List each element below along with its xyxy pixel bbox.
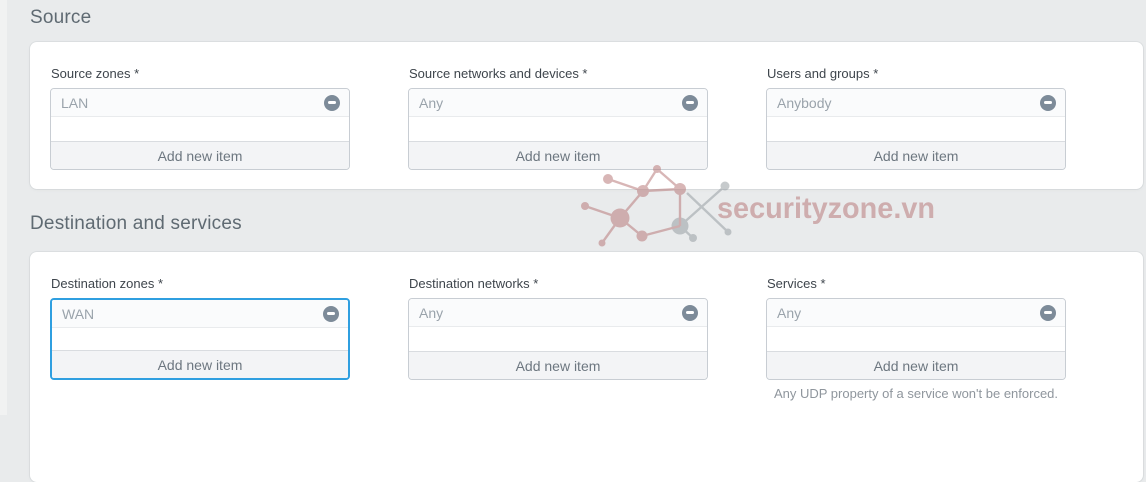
remove-item-icon[interactable] bbox=[323, 305, 339, 322]
list-item: WAN bbox=[52, 300, 348, 328]
add-new-item-button[interactable]: Add new item bbox=[409, 351, 707, 379]
add-new-item-button[interactable]: Add new item bbox=[409, 141, 707, 169]
item-label: Any bbox=[419, 94, 444, 111]
field-label: Users and groups * bbox=[767, 66, 879, 81]
field-label: Destination networks * bbox=[409, 276, 539, 291]
add-new-item-button[interactable]: Add new item bbox=[767, 351, 1065, 379]
add-new-item-button[interactable]: Add new item bbox=[52, 350, 348, 378]
field-source-networks: Source networks and devices * Any Add ne… bbox=[408, 66, 708, 170]
field-users-groups: Users and groups * Anybody Add new item bbox=[766, 66, 1066, 170]
destination-zones-listbox[interactable]: WAN Add new item bbox=[50, 298, 350, 380]
remove-item-icon[interactable] bbox=[1040, 304, 1056, 321]
add-new-item-button[interactable]: Add new item bbox=[51, 141, 349, 169]
watermark-text: securityzone.vn bbox=[717, 192, 935, 225]
item-label: Any bbox=[419, 304, 444, 321]
add-new-item-button[interactable]: Add new item bbox=[767, 141, 1065, 169]
listbox-empty-area bbox=[51, 117, 349, 141]
remove-item-icon[interactable] bbox=[682, 304, 698, 321]
remove-item-icon[interactable] bbox=[682, 94, 698, 111]
services-udp-note: Any UDP property of a service won't be e… bbox=[773, 386, 1059, 401]
field-source-zones: Source zones * LAN Add new item bbox=[50, 66, 350, 170]
list-item: Any bbox=[409, 299, 707, 327]
listbox-empty-area bbox=[767, 117, 1065, 141]
field-services: Services * Any Add new item Any UDP prop… bbox=[766, 276, 1066, 401]
listbox-empty-area bbox=[767, 327, 1065, 351]
item-label: Any bbox=[777, 304, 802, 321]
listbox-empty-area bbox=[409, 117, 707, 141]
services-listbox[interactable]: Any Add new item bbox=[766, 298, 1066, 380]
field-label: Services * bbox=[767, 276, 826, 291]
list-item: Any bbox=[409, 89, 707, 117]
remove-item-icon[interactable] bbox=[324, 94, 340, 111]
item-label: LAN bbox=[61, 94, 89, 111]
listbox-empty-area bbox=[409, 327, 707, 351]
source-zones-listbox[interactable]: LAN Add new item bbox=[50, 88, 350, 170]
source-networks-listbox[interactable]: Any Add new item bbox=[408, 88, 708, 170]
destination-section-card: Destination zones * WAN Add new item Des… bbox=[30, 252, 1143, 482]
section-title-source: Source bbox=[30, 7, 92, 28]
source-section-card: Source zones * LAN Add new item Source n… bbox=[30, 42, 1143, 189]
field-destination-networks: Destination networks * Any Add new item bbox=[408, 276, 708, 401]
remove-item-icon[interactable] bbox=[1040, 94, 1056, 111]
field-label: Destination zones * bbox=[51, 276, 164, 291]
field-label: Source zones * bbox=[51, 66, 140, 81]
list-item: Anybody bbox=[767, 89, 1065, 117]
item-label: WAN bbox=[62, 305, 95, 322]
field-destination-zones: Destination zones * WAN Add new item bbox=[50, 276, 350, 401]
destination-networks-listbox[interactable]: Any Add new item bbox=[408, 298, 708, 380]
listbox-empty-area bbox=[52, 328, 348, 350]
page-left-gutter bbox=[0, 0, 7, 415]
field-label: Source networks and devices * bbox=[409, 66, 588, 81]
list-item: Any bbox=[767, 299, 1065, 327]
users-groups-listbox[interactable]: Anybody Add new item bbox=[766, 88, 1066, 170]
item-label: Anybody bbox=[777, 94, 832, 111]
list-item: LAN bbox=[51, 89, 349, 117]
section-title-destination-services: Destination and services bbox=[30, 213, 242, 234]
